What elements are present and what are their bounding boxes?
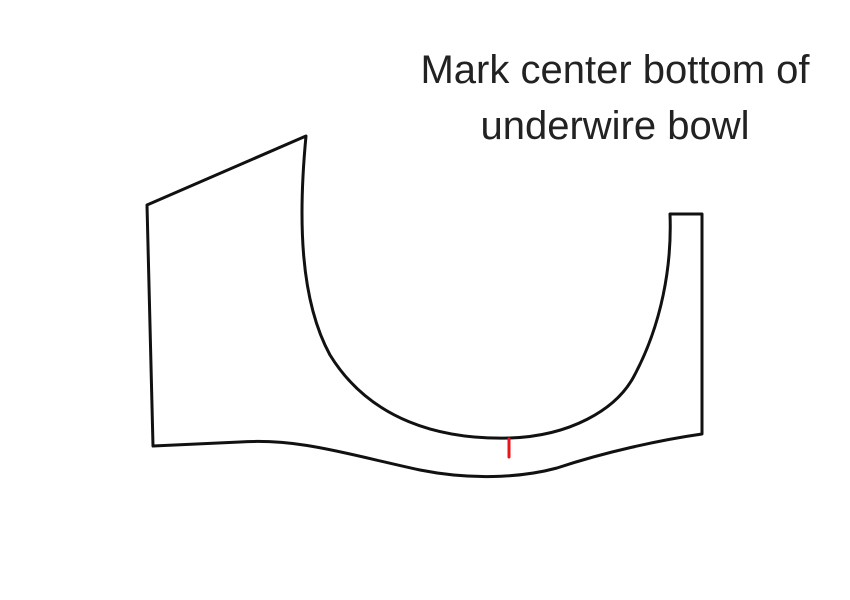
pattern-piece-outline <box>145 134 704 479</box>
caption-line-2: underwire bowl <box>480 104 750 148</box>
instruction-caption: Mark center bottom of underwire bowl <box>395 42 835 154</box>
caption-line-1: Mark center bottom of <box>420 48 810 92</box>
